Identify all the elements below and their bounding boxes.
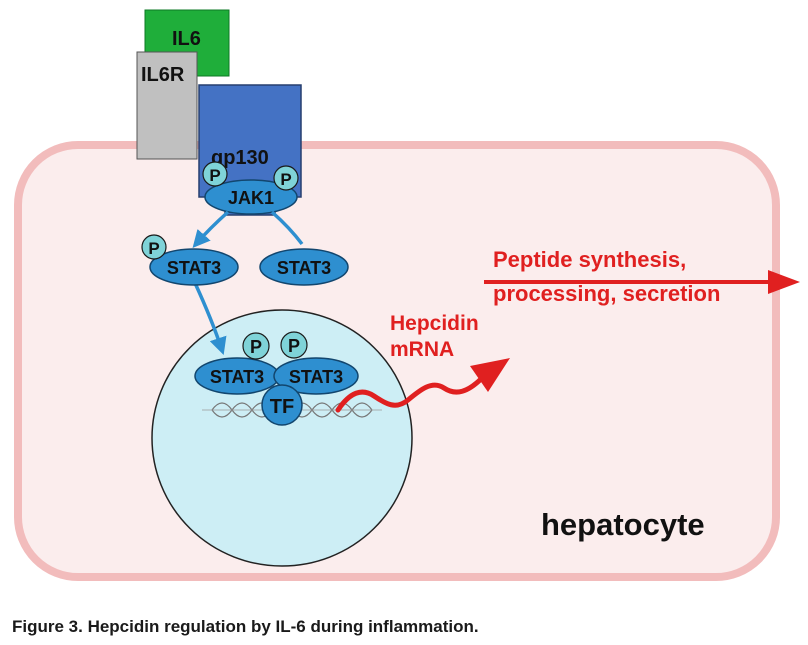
phospho-jak1-left-label: P [209,166,220,185]
nuclear-stat3-left-label: STAT3 [210,367,264,387]
stat3-unphosphorylated-label: STAT3 [277,258,331,278]
phospho-jak1-right-label: P [280,170,291,189]
phospho-nuclear-right [280,331,308,359]
phospho-stat3-label: P [148,239,159,258]
nuclear-stat3-right [273,357,359,395]
phospho-jak1-left [202,161,228,187]
nuclear-stat3-right-label: STAT3 [289,367,343,387]
jak1-protein [204,179,298,215]
figure-caption: Figure 3. Hepcidin regulation by IL-6 du… [12,617,479,636]
jak1-label: JAK1 [228,188,274,208]
arrow-stat3-to-nucleus [193,282,227,355]
peptide-label-line1: Peptide synthesis, [493,247,686,272]
peptide-label-line2: processing, secretion [493,281,720,306]
stat3-unphosphorylated [259,248,349,286]
il6r-box [136,51,198,160]
phospho-nuclear-left [242,332,270,360]
hepcidin-mrna-arrow [335,375,485,413]
peptide-secretion-arrowhead [768,270,800,294]
phospho-jak1-right [273,165,299,191]
transcription-factor [261,384,303,426]
il6r-label: IL6R [141,64,185,86]
phospho-stat3 [141,234,167,260]
transcription-factor-label: TF [270,396,294,418]
hepatocyte-label: hepatocyte [541,507,705,542]
stat3-phosphorylated [149,248,239,286]
hepcidin-label-line2: mRNA [390,338,454,361]
arrow-jak1-to-unphosph-stat3 [270,210,304,246]
hepcidin-mrna-arrowhead [470,358,510,392]
arrow-jak1-to-stat3 [192,210,230,248]
phospho-nuclear-left-label: P [250,337,262,357]
il6-label: IL6 [172,28,201,50]
gp130-label: gp130 [211,147,269,169]
phospho-nuclear-right-label: P [288,336,300,356]
hepcidin-label-line1: Hepcidin [390,312,479,335]
stat3-phosphorylated-label: STAT3 [167,258,221,278]
